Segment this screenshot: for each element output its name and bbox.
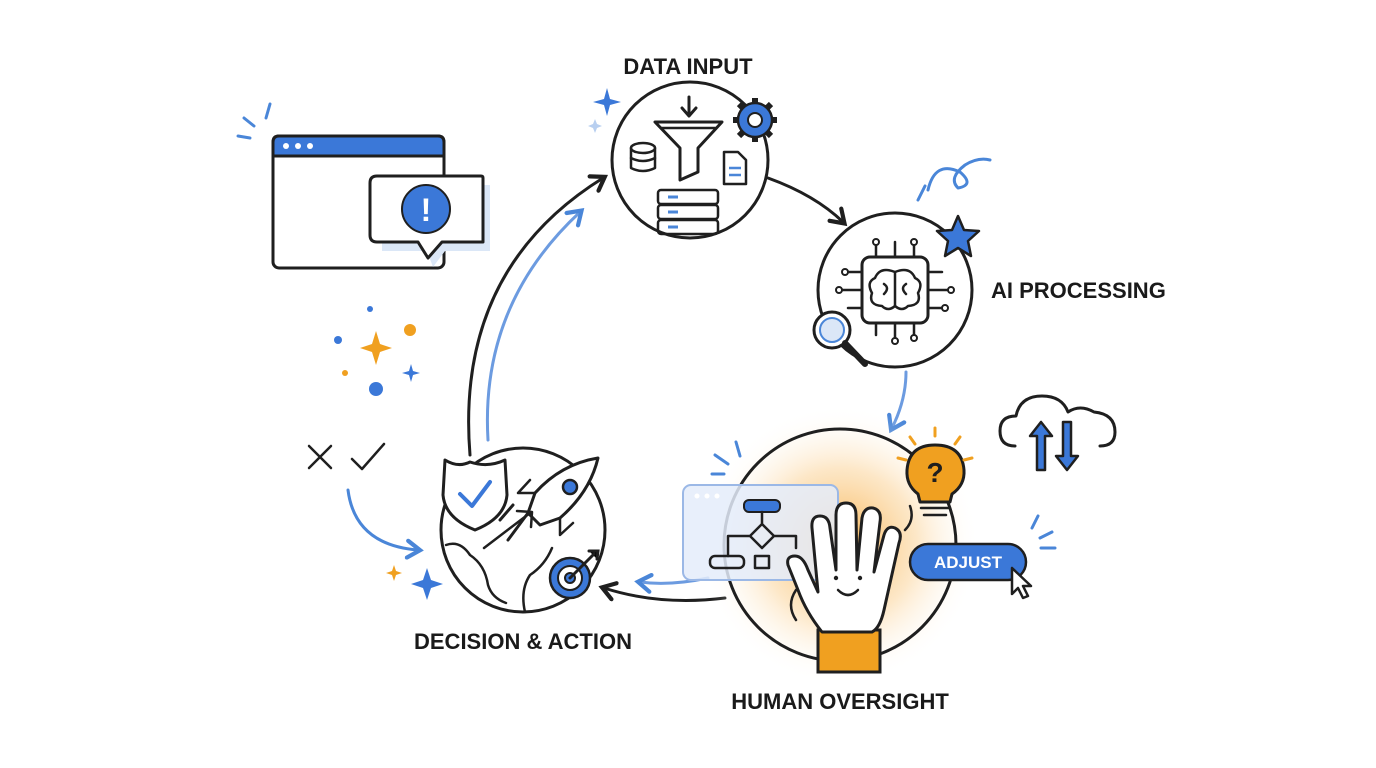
lightbulb-icon: ?: [896, 426, 974, 517]
decision-action-node: [439, 446, 607, 614]
accent-lines-decoration: [710, 440, 742, 476]
gear-icon: [733, 98, 777, 142]
cross-icon: [307, 444, 333, 470]
globe-icon: [444, 542, 554, 614]
data-input-circle: [610, 80, 770, 240]
data-input-node: [588, 80, 777, 240]
brain-chip-icon: [835, 238, 955, 345]
burst-lines-decoration: [236, 102, 272, 140]
star-icon: [935, 214, 981, 258]
arrow-to-decision: [346, 488, 424, 560]
browser-window-icon: [271, 134, 446, 270]
sparkle-icon: [593, 88, 621, 116]
shield-check-icon: [441, 458, 509, 532]
sparkle-icon: [588, 119, 602, 133]
funnel-icon: [653, 95, 724, 182]
cursor-icon: [1010, 566, 1033, 600]
check-icon: [350, 442, 386, 471]
ai-processing-label: AI PROCESSING: [991, 278, 1166, 303]
swirl-decoration: [926, 157, 992, 192]
document-icon: [722, 150, 748, 186]
human-oversight-label: HUMAN OVERSIGHT: [731, 689, 949, 714]
alert-symbol: !: [421, 192, 432, 228]
adjust-button[interactable]: ADJUST: [908, 542, 1028, 582]
database-icon: [629, 141, 657, 173]
click-lines-decoration: [1030, 514, 1057, 550]
data-input-label: DATA INPUT: [623, 54, 753, 79]
magnifier-icon: [812, 310, 868, 367]
human-oversight-node: ? ADJUST: [682, 405, 1057, 685]
server-icon: [656, 188, 720, 236]
ai-processing-node: [812, 157, 992, 369]
arrow-data-to-ai: [766, 176, 848, 227]
question-mark: ?: [926, 457, 943, 488]
tick-decoration: [916, 184, 927, 202]
hand-icon: [786, 501, 913, 674]
adjust-button-label: ADJUST: [934, 553, 1003, 572]
growth-arrow-icon: [482, 509, 534, 550]
alert-bubble-icon: !: [368, 174, 490, 267]
arrow-decision-to-data: [467, 174, 608, 457]
target-icon: [548, 549, 600, 600]
arrow-human-to-decision: [598, 581, 727, 602]
cloud-sync-icon: [998, 394, 1117, 472]
loop-arrows: [467, 174, 908, 602]
decision-action-label: DECISION & ACTION: [414, 629, 632, 654]
arrow-decision-to-data-blue: [485, 207, 585, 442]
sparkle-cluster: [334, 306, 443, 600]
